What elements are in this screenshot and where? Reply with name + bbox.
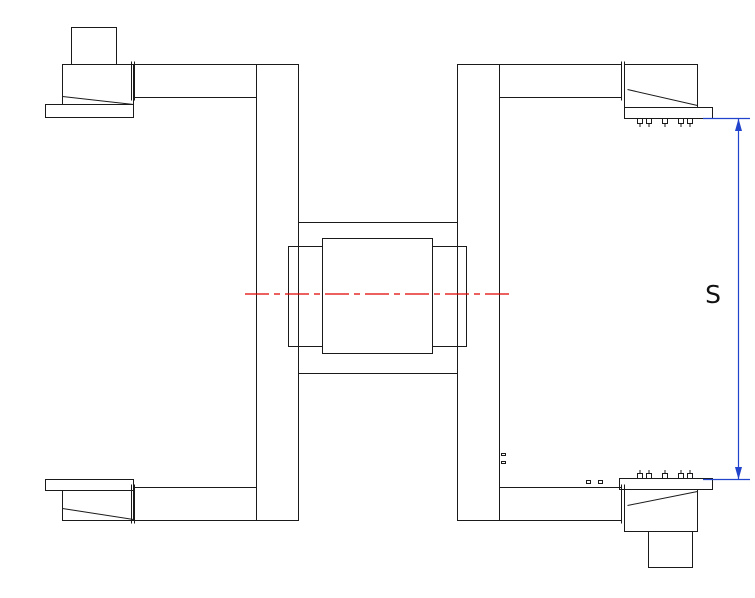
top-left-cap-block — [71, 27, 117, 65]
dimension-extension-lines — [703, 117, 750, 481]
bottom-right-bracket — [624, 489, 698, 532]
dimension-arrow-up — [735, 118, 742, 131]
bottom-right-bolts — [637, 470, 693, 479]
central-right-flange — [432, 246, 467, 347]
bottom-right-bracket-taper — [627, 491, 698, 506]
dimension-group — [703, 117, 750, 481]
bottom-right-foot-plate — [619, 478, 713, 490]
bottom-left-arm — [134, 487, 257, 521]
right-column — [457, 64, 500, 521]
dimension-arrow-down — [735, 467, 742, 480]
top-left-bracket — [62, 64, 134, 105]
top-right-arm — [499, 64, 622, 98]
central-housing — [322, 238, 433, 354]
bottom-left-bracket-taper — [62, 508, 134, 520]
bottom-right-cap-block — [648, 531, 693, 568]
bottom-right-arm — [499, 487, 622, 521]
bottom-left-bracket — [62, 490, 134, 521]
top-left-arm — [134, 64, 257, 98]
top-left-bracket-taper — [62, 96, 134, 105]
top-left-flange — [131, 61, 135, 101]
detail-marks — [501, 453, 603, 484]
dimension-label: S — [705, 280, 721, 309]
top-left-foot-plate — [45, 104, 134, 118]
left-column — [256, 64, 299, 521]
bottom-left-foot-plate — [45, 479, 134, 491]
top-right-bolts — [637, 118, 693, 127]
top-right-bracket — [624, 64, 698, 108]
frame-outlines — [45, 27, 713, 568]
center-web — [298, 222, 458, 374]
top-right-bracket-taper — [627, 89, 698, 106]
central-left-flange — [288, 246, 323, 347]
top-right-foot-plate — [624, 107, 713, 119]
bottom-left-flange — [131, 484, 135, 524]
